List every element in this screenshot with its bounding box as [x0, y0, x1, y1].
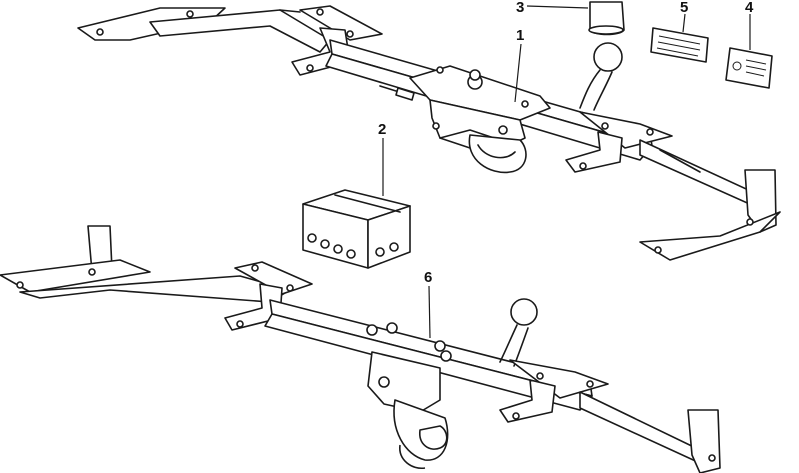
tow-bar-assembly-upper — [77, 5, 781, 261]
reflector-plate — [650, 27, 709, 63]
callout-3: 3 — [516, 0, 524, 16]
control-unit-box — [302, 189, 411, 269]
tow-bar-assembly-lower — [0, 225, 721, 473]
callout-5: 5 — [680, 0, 688, 16]
callout-6: 6 — [424, 269, 432, 286]
callout-4: 4 — [745, 0, 754, 16]
callout-2: 2 — [378, 121, 386, 138]
callout-leaders — [382, 5, 751, 339]
callout-1: 1 — [516, 27, 524, 44]
protective-cap — [588, 1, 625, 36]
information-plate — [725, 47, 773, 89]
